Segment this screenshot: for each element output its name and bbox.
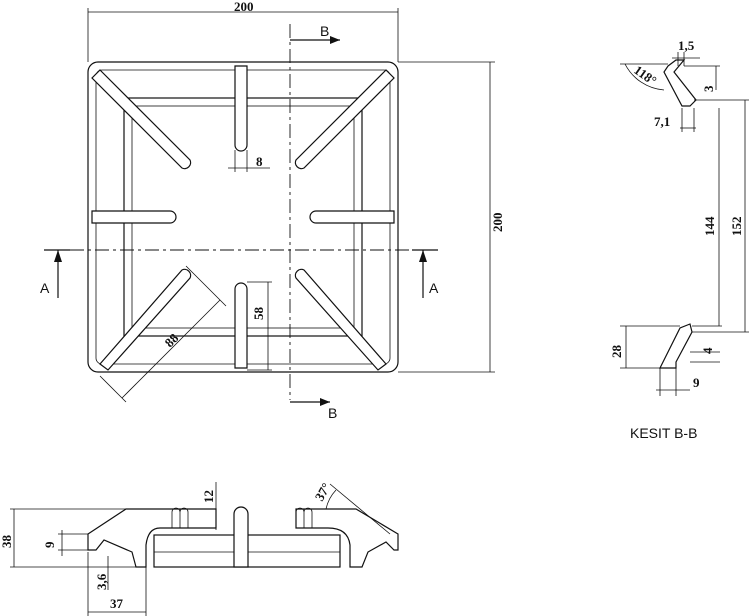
inner-height-dimension: 144 xyxy=(702,216,717,236)
outer-height-dimension: 152 xyxy=(729,217,744,237)
side-angle-dimension: 37° xyxy=(312,480,334,503)
section-title: KESIT B-B xyxy=(630,425,697,441)
arm-width-dimension: 8 xyxy=(256,154,263,169)
section-a-right-label: A xyxy=(429,280,439,296)
section-b-bottom-label: B xyxy=(328,405,337,421)
outer-frame xyxy=(87,61,399,373)
arm-height-dimension: 12 xyxy=(201,490,216,503)
angle-dimension: 118° xyxy=(631,62,659,88)
foot-width-dimension: 9 xyxy=(693,375,700,390)
foot-thickness-dimension: 4 xyxy=(700,347,715,354)
thickness-dimension: 1,5 xyxy=(678,38,695,53)
diagonal-arms xyxy=(91,69,395,371)
center-arms xyxy=(91,65,395,369)
arm-length-dimension: 58 xyxy=(251,307,266,321)
diagonal-dimension: 88 xyxy=(162,330,182,350)
side-center-arm xyxy=(233,506,249,568)
bottom-width-dimension: 7,1 xyxy=(654,114,670,129)
section-b-top-label: B xyxy=(320,23,329,39)
foot-offset-dimension: 3,6 xyxy=(94,573,109,590)
width-dimension: 200 xyxy=(234,0,254,14)
section-view: 1,5 118° 3 7,1 144 152 28 4 9 KESIT B-B xyxy=(609,38,749,441)
foot-height-dimension: 9 xyxy=(42,541,57,548)
section-top-profile xyxy=(663,59,697,107)
section-a-left-label: A xyxy=(40,280,50,296)
total-height-dimension: 38 xyxy=(0,535,14,549)
side-view: 38 12 37° 9 3,6 37 xyxy=(0,480,399,616)
foot-span-dimension: 37 xyxy=(110,596,124,611)
section-foot-profile xyxy=(659,323,693,369)
top-height-dimension: 3 xyxy=(701,85,716,92)
height-dimension: 200 xyxy=(490,213,505,233)
top-view: 200 200 8 58 88 B B A A xyxy=(40,0,505,421)
foot-height-dimension: 28 xyxy=(609,345,624,359)
